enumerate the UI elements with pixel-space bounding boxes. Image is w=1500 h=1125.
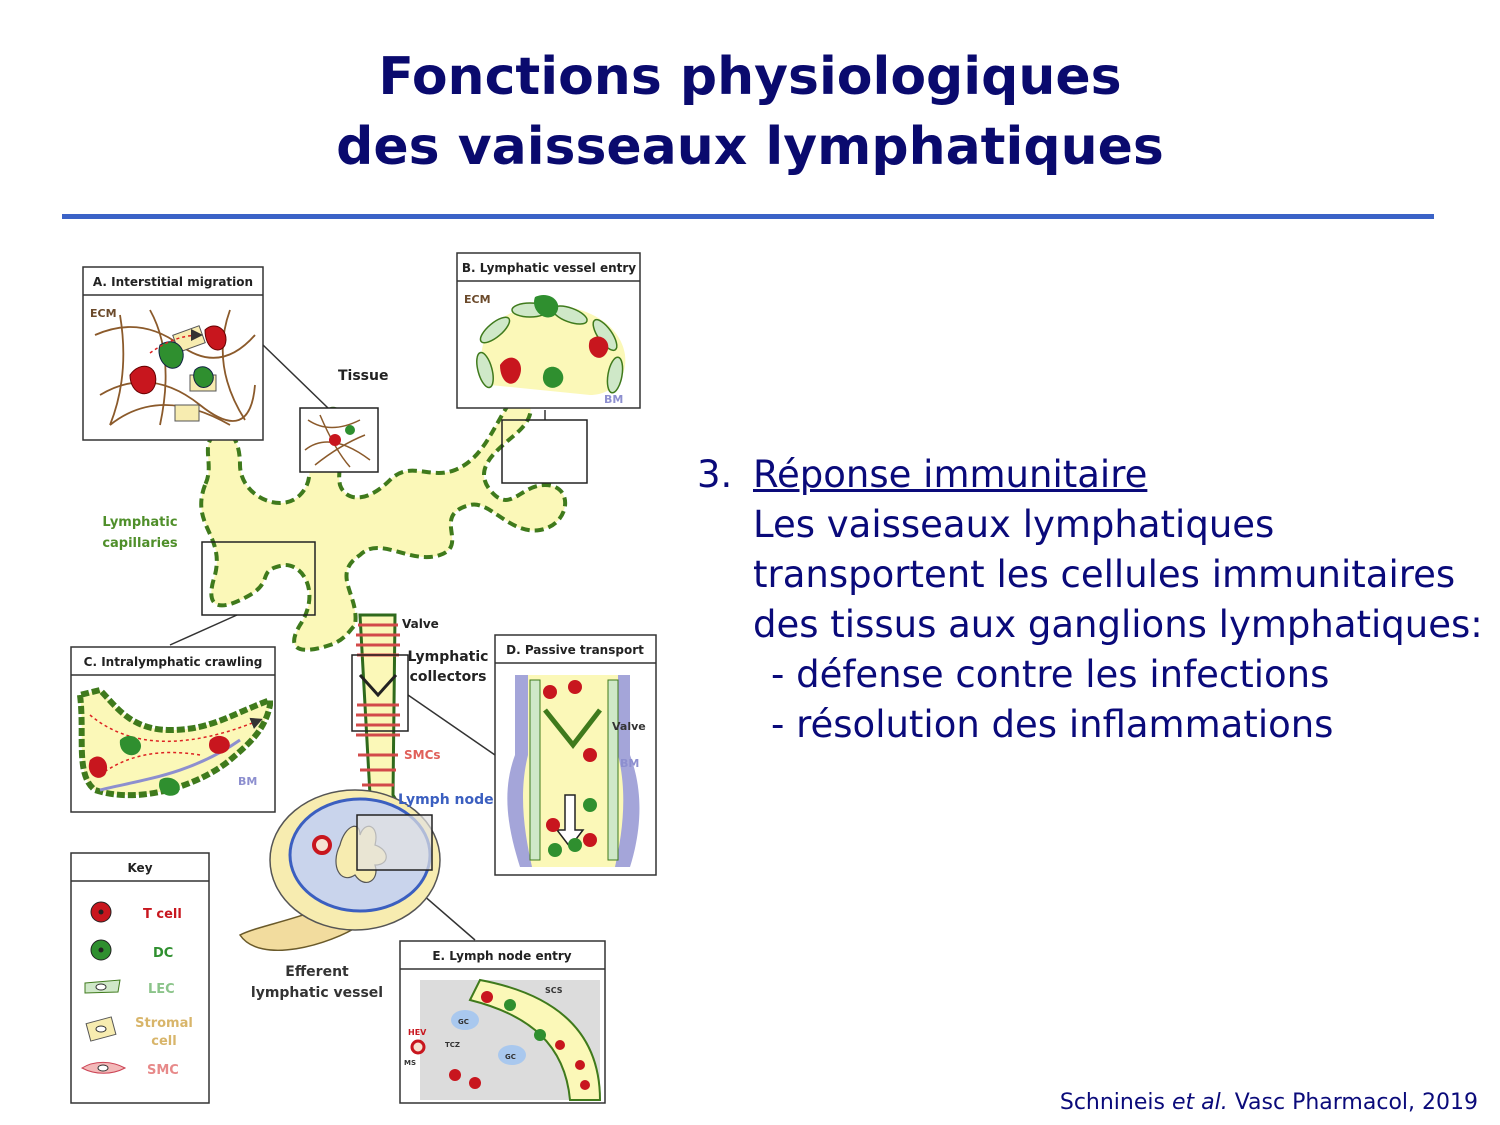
- panel-e-gc-1: GC: [458, 1018, 469, 1026]
- item-heading: Réponse immunitaire: [753, 453, 1148, 496]
- citation: Schnineis et al. Vasc Pharmacol, 2019: [1060, 1090, 1478, 1115]
- panel-a-ecm: ECM: [90, 307, 117, 320]
- panel-e-ms: MS: [404, 1059, 416, 1067]
- label-lymphatic-collectors-2: collectors: [410, 669, 487, 685]
- panel-e-gc-2: GC: [505, 1053, 516, 1061]
- panel-e-tcz: TCZ: [445, 1041, 460, 1049]
- key-lec: LEC: [148, 982, 175, 997]
- lymphatic-immune-diagram: A. Interstitial migration ECM B. Lymphat…: [70, 252, 657, 1104]
- panel-b-ecm: ECM: [464, 293, 491, 306]
- item-number: 3.: [697, 453, 733, 496]
- label-tissue: Tissue: [338, 368, 388, 384]
- lymph-node: [238, 789, 441, 952]
- slide-title-line1: Fonctions physiologiques: [378, 47, 1122, 107]
- label-lymphatic-capillaries-2: capillaries: [102, 536, 178, 551]
- title-divider: [62, 214, 1434, 219]
- panel-d-valve: Valve: [612, 720, 646, 733]
- panel-e-hev: HEV: [408, 1028, 427, 1037]
- label-smcs: SMCs: [404, 748, 441, 762]
- citation-etal: et al.: [1171, 1090, 1228, 1115]
- panel-d-bm: BM: [620, 757, 639, 770]
- slide-title-line2: des vaisseaux lymphatiques: [336, 117, 1164, 177]
- panel-c-bm: BM: [238, 775, 257, 788]
- panel-a-title: A. Interstitial migration: [93, 275, 253, 289]
- citation-authors: Schnineis: [1059, 1090, 1172, 1115]
- panel-b-title: B. Lymphatic vessel entry: [462, 261, 636, 275]
- key-stromal-1: Stromal: [135, 1016, 193, 1031]
- citation-rest: Vasc Pharmacol, 2019: [1227, 1090, 1478, 1115]
- panel-a: A. Interstitial migration ECM: [82, 266, 264, 441]
- label-efferent-2: lymphatic vessel: [251, 985, 383, 1001]
- panel-b: B. Lymphatic vessel entry ECM BM: [456, 252, 641, 409]
- key-stromal-2: cell: [151, 1034, 176, 1049]
- key-title: Key: [127, 861, 152, 875]
- label-efferent-1: Efferent: [285, 964, 349, 980]
- panel-d-title: D. Passive transport: [506, 643, 644, 657]
- panel-c: C. Intralymphatic crawling BM: [70, 646, 276, 813]
- panel-d: D. Passive transport Valve BM: [494, 634, 657, 876]
- panel-e-scs: SCS: [545, 986, 563, 995]
- capillary-zoom-box: [201, 541, 316, 616]
- item-line-2: transportent les cellules immunitaires: [753, 553, 1456, 596]
- legend-key: Key T cell DC LEC Stromal cell SMC: [70, 852, 210, 1104]
- key-dc: DC: [153, 946, 173, 961]
- panel-b-bm: BM: [604, 393, 623, 406]
- key-smc: SMC: [147, 1063, 179, 1078]
- panel-e: E. Lymph node entry GC GC SCS TCZ HEV MS: [399, 940, 606, 1104]
- item-bullet-1: - défense contre les infections: [771, 653, 1330, 696]
- label-lymphatic-collectors-1: Lymphatic: [408, 649, 489, 665]
- lymphatic-collector: [351, 613, 409, 812]
- panel-e-title: E. Lymph node entry: [432, 949, 571, 963]
- label-valve: Valve: [402, 617, 439, 631]
- label-lymph-node: Lymph node: [398, 792, 494, 808]
- item-bullet-2: - résolution des inflammations: [771, 703, 1334, 746]
- key-t-cell: T cell: [143, 907, 182, 922]
- item-body: Réponse immunitaire Les vaisseaux lympha…: [753, 450, 1483, 750]
- entry-zoom-box: [501, 419, 588, 484]
- panel-c-title: C. Intralymphatic crawling: [84, 655, 263, 669]
- item-line-1: Les vaisseaux lymphatiques: [753, 503, 1275, 546]
- label-lymphatic-capillaries-1: Lymphatic: [102, 515, 177, 530]
- item-line-3: des tissus aux ganglions lymphatiques:: [753, 603, 1483, 646]
